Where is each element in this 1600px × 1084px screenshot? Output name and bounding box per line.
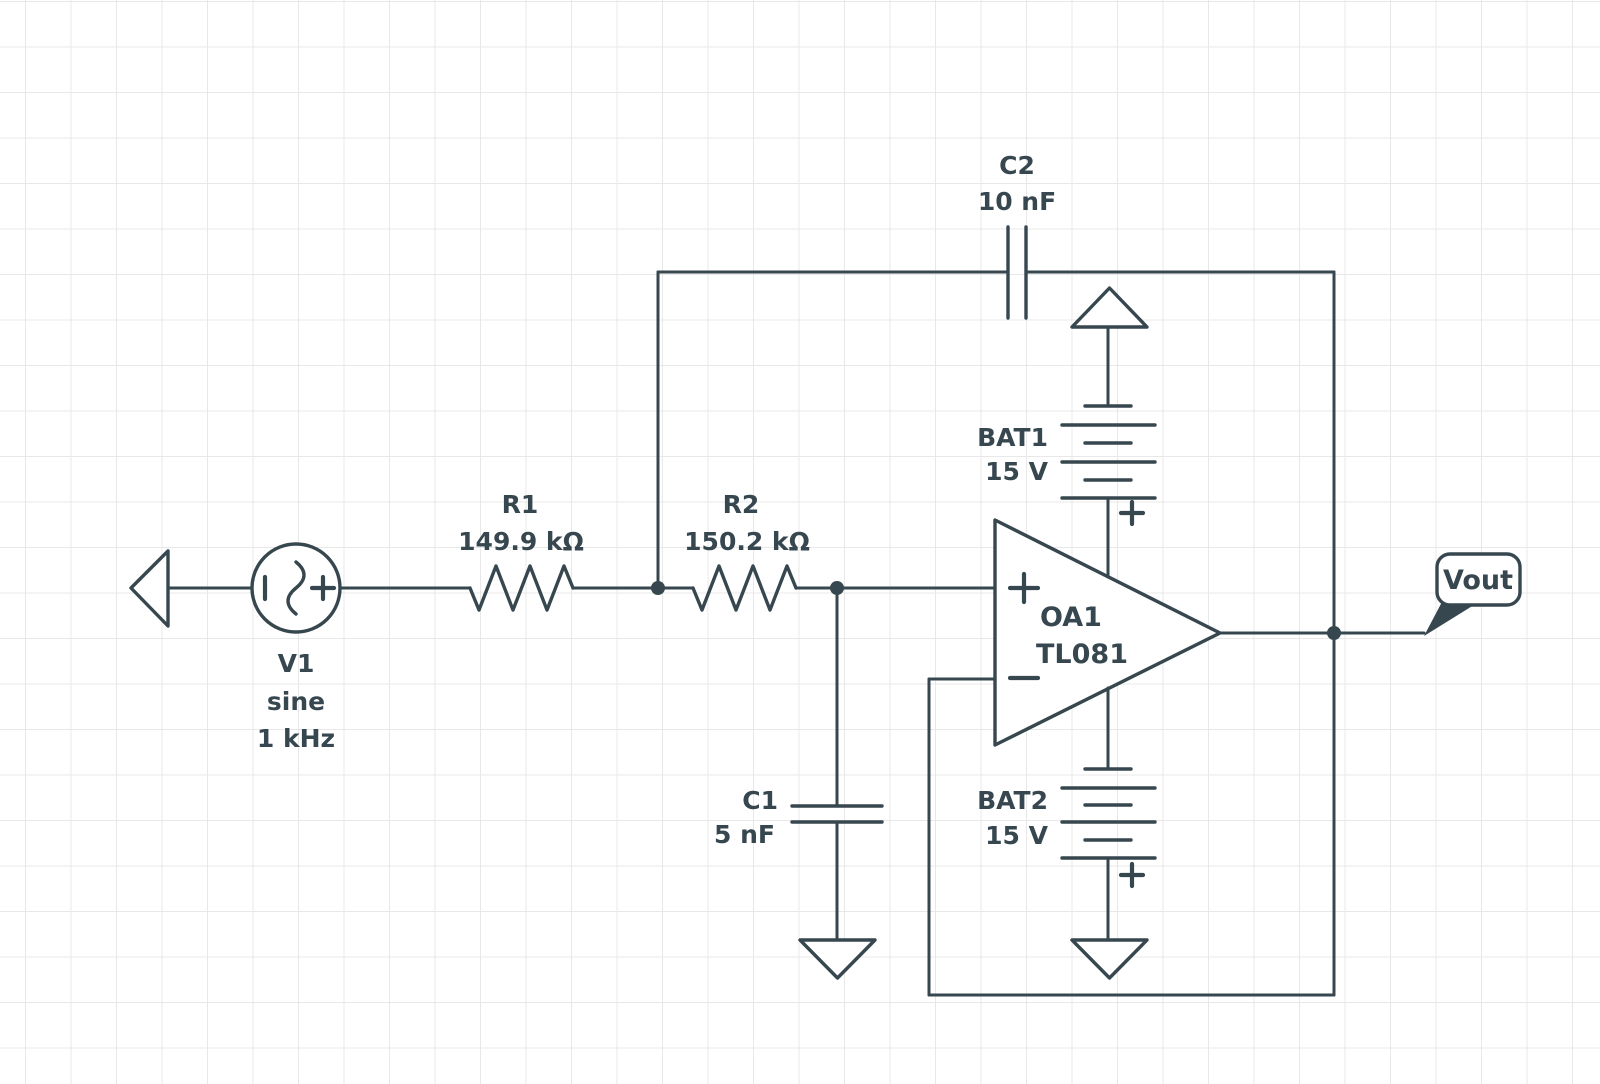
r2-value: 150.2 kΩ [684,527,810,556]
capacitor-c1: C1 5 nF [714,786,884,849]
vout-label: Vout [1443,565,1513,596]
flag-bubble-icon [1435,552,1522,607]
v1-frequency: 1 kHz [257,724,335,753]
ground-icon [1070,286,1149,329]
c2-value: 10 nF [978,187,1056,216]
bat2-value: 15 V [985,821,1048,850]
c1-designator: C1 [742,786,778,815]
r1-designator: R1 [502,490,539,519]
resistor-r2: R2 150.2 kΩ [684,490,810,612]
junction-dot [1327,626,1341,640]
v1-designator: V1 [278,649,315,678]
capacitor-c2: C2 10 nF [978,151,1056,320]
bat2-designator: BAT2 [977,786,1048,815]
voltage-source-v1: V1 sine 1 kHz [250,542,342,753]
output-flag-vout: Vout [1424,552,1522,636]
ground-icon [1070,938,1149,980]
sine-wave-icon [286,560,306,616]
bat1-value: 15 V [985,457,1048,486]
oa1-part-number: TL081 [1036,639,1128,670]
ground-left [129,549,170,628]
r1-value: 149.9 kΩ [458,527,584,556]
battery-bat1: BAT1 15 V [977,404,1157,527]
v1-waveform: sine [267,687,325,716]
resistor-zigzag-icon [468,564,575,612]
bat1-designator: BAT1 [977,423,1048,452]
c1-value: 5 nF [714,820,775,849]
ground-icon [129,549,170,628]
ground-icon [798,938,877,980]
r2-designator: R2 [723,490,760,519]
c2-designator: C2 [999,151,1035,180]
battery-bat2: BAT2 15 V [977,767,1157,889]
oa1-designator: OA1 [1040,602,1102,633]
resistor-r1: R1 149.9 kΩ [458,490,584,612]
flag-tail-icon [1424,600,1482,636]
resistor-zigzag-icon [691,564,798,612]
